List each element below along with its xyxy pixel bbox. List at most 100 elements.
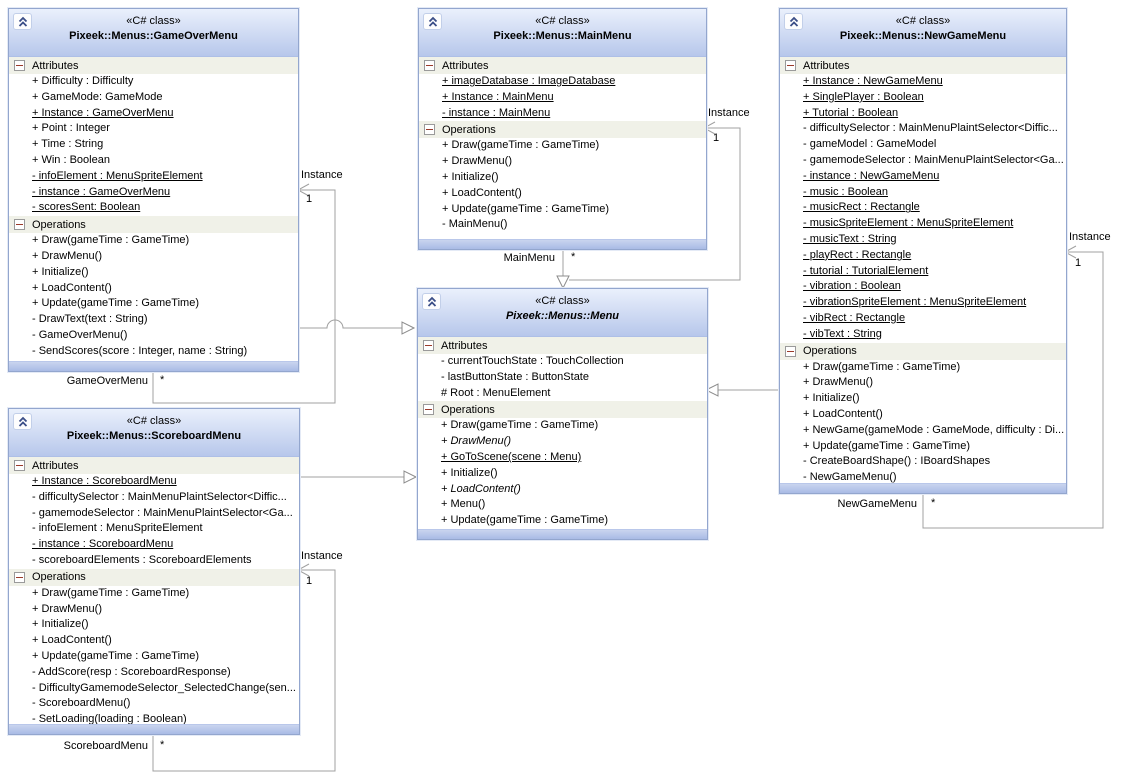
- class-box-menu[interactable]: «C# class» Pixeek::Menus::Menu Attribute…: [417, 288, 708, 540]
- member-row[interactable]: # Root : MenuElement: [418, 386, 707, 402]
- member-row[interactable]: + LoadContent(): [780, 407, 1066, 423]
- member-row[interactable]: - vibrationSpriteElement : MenuSpriteEle…: [780, 295, 1066, 311]
- member-row[interactable]: + Update(gameTime : GameTime): [9, 649, 299, 665]
- attributes-section-header[interactable]: Attributes: [9, 457, 299, 474]
- member-row[interactable]: - musicRect : Rectangle: [780, 200, 1066, 216]
- attributes-section-header[interactable]: Attributes: [419, 57, 706, 74]
- minus-box-icon[interactable]: [14, 219, 25, 231]
- member-row[interactable]: + Instance : GameOverMenu: [9, 106, 298, 122]
- member-row[interactable]: + Update(gameTime : GameTime): [780, 439, 1066, 455]
- member-row[interactable]: + GameMode: GameMode: [9, 90, 298, 106]
- member-row[interactable]: - scoresSent: Boolean: [9, 200, 298, 216]
- collapse-chevron-icon[interactable]: [423, 13, 442, 30]
- minus-box-icon[interactable]: [785, 60, 796, 71]
- collapse-chevron-icon[interactable]: [13, 13, 32, 30]
- member-row[interactable]: + Update(gameTime : GameTime): [418, 513, 707, 529]
- member-row[interactable]: - SetLoading(loading : Boolean): [9, 712, 299, 728]
- member-row[interactable]: + Tutorial : Boolean: [780, 106, 1066, 122]
- member-row[interactable]: - instance : ScoreboardMenu: [9, 537, 299, 553]
- member-row[interactable]: + Initialize(): [780, 391, 1066, 407]
- member-row[interactable]: + LoadContent(): [9, 633, 299, 649]
- member-row[interactable]: - instance : NewGameMenu: [780, 169, 1066, 185]
- class-box-scoreboardmenu[interactable]: «C# class» Pixeek::Menus::ScoreboardMenu…: [8, 408, 300, 735]
- member-row[interactable]: + Draw(gameTime : GameTime): [9, 233, 298, 249]
- member-row[interactable]: + DrawMenu(): [9, 602, 299, 618]
- member-row[interactable]: - difficultySelector : MainMenuPlaintSel…: [780, 121, 1066, 137]
- member-row[interactable]: - ScoreboardMenu(): [9, 696, 299, 712]
- attributes-section-header[interactable]: Attributes: [780, 57, 1066, 74]
- member-row[interactable]: + imageDatabase : ImageDatabase: [419, 74, 706, 90]
- operations-section-header[interactable]: Operations: [419, 121, 706, 139]
- member-row[interactable]: - NewGameMenu(): [780, 470, 1066, 486]
- member-row[interactable]: - CreateBoardShape() : IBoardShapes: [780, 454, 1066, 470]
- member-row[interactable]: - music : Boolean: [780, 185, 1066, 201]
- collapse-chevron-icon[interactable]: [422, 293, 441, 310]
- member-row[interactable]: + Initialize(): [418, 466, 707, 482]
- class-box-newgamemenu[interactable]: «C# class» Pixeek::Menus::NewGameMenu At…: [779, 8, 1067, 494]
- member-row[interactable]: - gamemodeSelector : MainMenuPlaintSelec…: [9, 506, 299, 522]
- member-row[interactable]: + Menu(): [418, 497, 707, 513]
- attributes-section-header[interactable]: Attributes: [418, 337, 707, 354]
- collapse-chevron-icon[interactable]: [13, 413, 32, 430]
- member-row[interactable]: + Difficulty : Difficulty: [9, 74, 298, 90]
- member-row[interactable]: - infoElement : MenuSpriteElement: [9, 169, 298, 185]
- minus-box-icon[interactable]: [785, 345, 796, 357]
- inheritance-gameovermenu-to-menu[interactable]: [298, 319, 416, 335]
- class-box-gameovermenu[interactable]: «C# class» Pixeek::Menus::GameOverMenu A…: [8, 8, 299, 372]
- member-row[interactable]: - playRect : Rectangle: [780, 248, 1066, 264]
- member-row[interactable]: + Initialize(): [9, 617, 299, 633]
- member-row[interactable]: - difficultySelector : MainMenuPlaintSel…: [9, 490, 299, 506]
- member-row[interactable]: + GoToScene(scene : Menu): [418, 450, 707, 466]
- member-row[interactable]: - gamemodeSelector : MainMenuPlaintSelec…: [780, 153, 1066, 169]
- operations-section-header[interactable]: Operations: [9, 568, 299, 586]
- member-row[interactable]: - MainMenu(): [419, 217, 706, 233]
- member-row[interactable]: + LoadContent(): [419, 186, 706, 202]
- member-row[interactable]: - AddScore(resp : ScoreboardResponse): [9, 665, 299, 681]
- member-row[interactable]: + Draw(gameTime : GameTime): [419, 138, 706, 154]
- member-row[interactable]: - musicSpriteElement : MenuSpriteElement: [780, 216, 1066, 232]
- minus-box-icon[interactable]: [423, 404, 434, 416]
- member-row[interactable]: + Instance : MainMenu: [419, 90, 706, 106]
- member-row[interactable]: + DrawMenu(): [9, 249, 298, 265]
- member-row[interactable]: + DrawMenu(): [418, 434, 707, 450]
- member-row[interactable]: - musicText : String: [780, 232, 1066, 248]
- minus-box-icon[interactable]: [424, 124, 435, 136]
- member-row[interactable]: + Time : String: [9, 137, 298, 153]
- member-row[interactable]: - vibRect : Rectangle: [780, 311, 1066, 327]
- member-row[interactable]: + Update(gameTime : GameTime): [419, 202, 706, 218]
- member-row[interactable]: - instance : MainMenu: [419, 106, 706, 122]
- member-row[interactable]: - vibText : String: [780, 327, 1066, 343]
- minus-box-icon[interactable]: [14, 60, 25, 71]
- member-row[interactable]: + Update(gameTime : GameTime): [9, 296, 298, 312]
- member-row[interactable]: - tutorial : TutorialElement: [780, 264, 1066, 280]
- member-row[interactable]: - currentTouchState : TouchCollection: [418, 354, 707, 370]
- member-row[interactable]: + Instance : ScoreboardMenu: [9, 474, 299, 490]
- member-row[interactable]: + Draw(gameTime : GameTime): [9, 586, 299, 602]
- member-row[interactable]: + DrawMenu(): [780, 375, 1066, 391]
- member-row[interactable]: + LoadContent(): [418, 482, 707, 498]
- member-row[interactable]: + Point : Integer: [9, 121, 298, 137]
- member-row[interactable]: + LoadContent(): [9, 281, 298, 297]
- member-row[interactable]: + Draw(gameTime : GameTime): [780, 360, 1066, 376]
- member-row[interactable]: - gameModel : GameModel: [780, 137, 1066, 153]
- operations-section-header[interactable]: Operations: [9, 216, 298, 234]
- member-row[interactable]: + SinglePlayer : Boolean: [780, 90, 1066, 106]
- member-row[interactable]: - vibration : Boolean: [780, 279, 1066, 295]
- member-row[interactable]: + Initialize(): [9, 265, 298, 281]
- minus-box-icon[interactable]: [14, 460, 25, 471]
- member-row[interactable]: - DrawText(text : String): [9, 312, 298, 328]
- attributes-section-header[interactable]: Attributes: [9, 57, 298, 74]
- member-row[interactable]: + Draw(gameTime : GameTime): [418, 418, 707, 434]
- minus-box-icon[interactable]: [14, 571, 25, 583]
- member-row[interactable]: + NewGame(gameMode : GameMode, difficult…: [780, 423, 1066, 439]
- minus-box-icon[interactable]: [423, 340, 434, 351]
- member-row[interactable]: - scoreboardElements : ScoreboardElement…: [9, 553, 299, 569]
- member-row[interactable]: - SendScores(score : Integer, name : Str…: [9, 344, 298, 360]
- inheritance-newgamemenu-to-menu[interactable]: [704, 383, 779, 397]
- member-row[interactable]: - DifficultyGamemodeSelector_SelectedCha…: [9, 681, 299, 697]
- member-row[interactable]: + Initialize(): [419, 170, 706, 186]
- inheritance-scoreboardmenu-to-menu[interactable]: [298, 470, 418, 484]
- member-row[interactable]: + Instance : NewGameMenu: [780, 74, 1066, 90]
- class-box-mainmenu[interactable]: «C# class» Pixeek::Menus::MainMenu Attri…: [418, 8, 707, 250]
- member-row[interactable]: + Win : Boolean: [9, 153, 298, 169]
